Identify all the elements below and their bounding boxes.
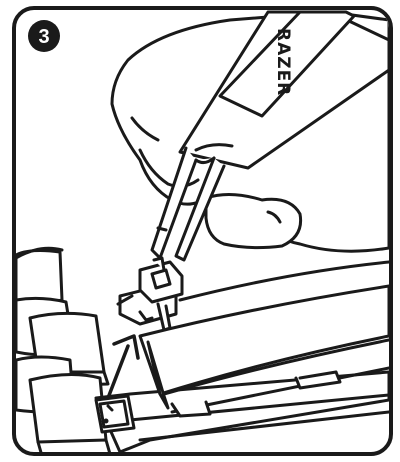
switch-socket bbox=[96, 396, 134, 432]
tool-brand-text: RAZER bbox=[273, 28, 293, 96]
step-number: 3 bbox=[38, 26, 49, 48]
tool-brand-logo: RAZER bbox=[273, 28, 293, 96]
step-badge: 3 bbox=[28, 20, 60, 52]
